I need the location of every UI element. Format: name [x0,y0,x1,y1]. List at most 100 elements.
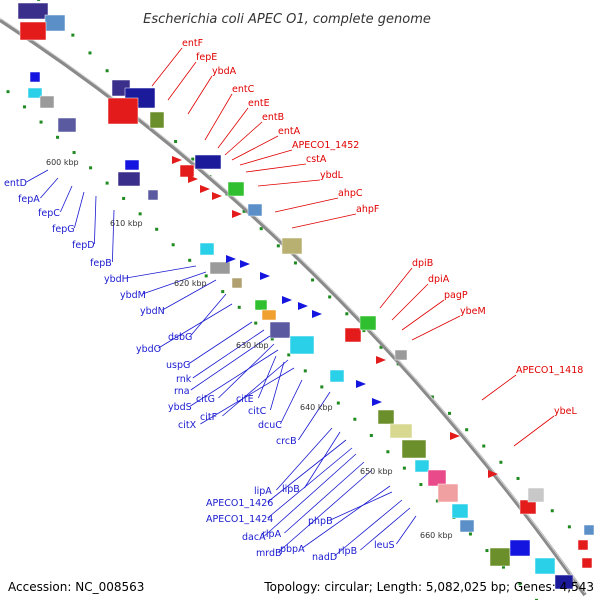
leader-line [112,209,115,263]
reverse-gene-label: dacA [242,532,266,543]
outer-tick-track [37,0,588,545]
gene-feature [289,335,315,355]
gene-feature [534,557,556,575]
leader-line [360,507,411,551]
gene-arrow [240,260,250,268]
tick-dot [535,598,538,600]
leader-line [291,213,357,229]
tick-dot [254,321,258,325]
scale-tick-label: 660 kbp [420,531,453,540]
gene-feature [149,111,165,129]
gene-arrow [488,470,498,478]
tick-dot [174,140,178,144]
tick-dot [448,411,452,415]
tick-dot [567,525,571,529]
tick-dot [122,196,126,200]
gene-feature [199,242,215,256]
tick-dot [430,395,434,399]
forward-gene-label: entC [232,84,255,95]
tick-dot [362,329,366,333]
forward-gene-label: cstA [306,154,327,165]
tick-dot [237,305,241,309]
leader-line [274,197,339,213]
tick-dot [105,69,109,73]
leader-line [218,343,275,399]
forward-gene-label: entA [278,126,301,137]
leader-line [187,75,213,115]
scale-tick-label: 650 kbp [360,467,393,476]
accession-label: Accession: NC_008563 [8,580,145,594]
gene-feature [581,557,593,569]
gene-arrow [260,272,270,280]
gene-feature [451,503,469,519]
leader-line [304,431,341,489]
reverse-gene-label: rlpB [338,546,357,557]
gene-arrow [200,185,210,193]
forward-gene-label: APECO1_1418 [516,365,583,376]
forward-gene-label: fepE [196,52,217,63]
gene-feature [179,164,195,178]
forward-gene-label: entB [262,112,284,123]
tick-dot [6,90,10,94]
leader-line [270,361,285,411]
gene-feature [261,309,277,321]
gene-feature [124,159,140,171]
forward-gene-label: ahpC [338,188,363,199]
tick-dot [468,532,472,536]
reverse-gene-label: citE [236,394,254,405]
tick-dot [72,151,76,155]
leader-line [190,335,271,391]
forward-gene-label: dpiB [412,258,433,269]
tick-dot [138,212,142,216]
tick-dot [191,157,195,161]
tick-dot [550,509,554,513]
reverse-gene-label: pbpA [280,544,305,555]
reverse-gene-label: ybdN [140,306,165,317]
reverse-gene-label: dcuC [258,420,282,431]
leader-line [267,447,353,519]
reverse-gene-label: lipB [282,484,300,495]
leader-line [204,93,233,141]
leader-line [200,367,295,425]
gene-feature [17,2,49,20]
tick-dot [89,166,93,170]
leader-line [396,515,417,545]
gene-feature [39,95,55,109]
tick-dot [353,417,357,421]
reverse-gene-label: mrdB [256,548,282,559]
tick-dot [320,385,324,389]
gene-feature [527,487,545,503]
tick-dot [482,444,486,448]
leader-line [158,303,233,349]
tick-dot [501,565,505,569]
reverse-gene-label: ybdM [120,290,146,301]
scale-tick-label: 600 kbp [46,158,79,167]
reverse-gene-label: phpB [308,516,333,527]
gene-arrow [232,210,242,218]
leader-line [264,453,357,537]
gene-arrow [312,310,322,318]
leader-line [231,135,279,161]
tick-dot [88,51,92,55]
leader-line [167,61,197,101]
gene-feature [577,539,589,551]
leader-line [224,121,263,156]
leader-line [391,283,429,321]
gene-feature [394,349,408,361]
reverse-gene-label: APECO1_1424 [206,514,273,525]
tick-dot [345,312,349,316]
gene-feature [583,524,595,536]
scale-tick-label: 610 kbp [110,219,143,228]
tick-dot [328,295,332,299]
leader-line [94,195,97,245]
leader-line [302,485,391,549]
gene-feature [247,203,263,217]
tick-dot [276,244,280,248]
tick-dot [105,181,109,185]
gene-arrow [212,192,222,200]
tick-dot [336,401,340,405]
tick-dot [242,209,246,213]
tick-dot [204,274,208,278]
leader-line [188,321,253,365]
gene-arrow [226,255,236,263]
